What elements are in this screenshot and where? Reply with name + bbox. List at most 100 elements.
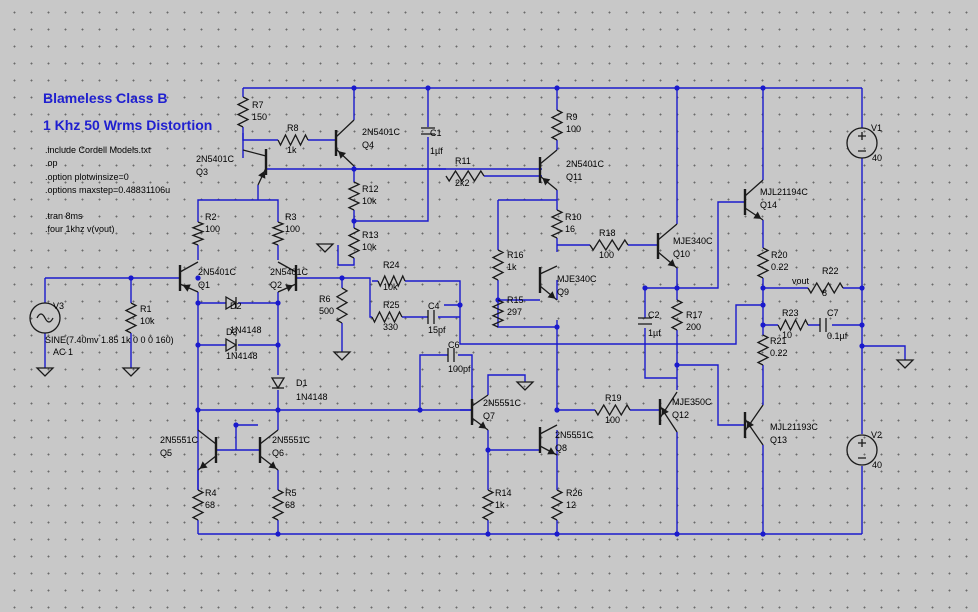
resistor-r11[interactable] <box>445 169 485 183</box>
model-d2: 1N4148 <box>230 325 262 335</box>
model-q2: 2N5401C <box>270 267 309 277</box>
model-q4: 2N5401C <box>362 127 401 137</box>
resistor-r9[interactable] <box>550 109 564 141</box>
value-r6: 500 <box>319 306 334 316</box>
value-r11: 2k2 <box>455 178 470 188</box>
resistor-r6[interactable] <box>335 287 349 324</box>
resistor-r10[interactable] <box>550 209 564 239</box>
diode-d3[interactable] <box>225 337 238 353</box>
resistor-r13[interactable] <box>347 227 361 259</box>
value-r18: 100 <box>599 250 614 260</box>
resistor-r4[interactable] <box>191 489 205 521</box>
directive-include: .include Cordell Models.txt <box>45 145 151 155</box>
label-q5: Q5 <box>160 448 172 458</box>
capacitor-c7[interactable] <box>819 318 827 332</box>
resistor-r8[interactable] <box>277 133 309 147</box>
resistor-r21[interactable] <box>756 334 770 366</box>
transistor-q9[interactable] <box>538 265 558 301</box>
resistor-r19[interactable] <box>594 403 631 417</box>
junction-dot <box>195 275 201 281</box>
value-r2: 100 <box>205 224 220 234</box>
transistor-q7[interactable] <box>470 394 489 431</box>
label-q4: Q4 <box>362 140 374 150</box>
label-r12: R12 <box>362 184 379 194</box>
value-r20: 0.22 <box>771 262 789 272</box>
capacitor-c2[interactable] <box>638 317 652 325</box>
label-r4: R4 <box>205 488 217 498</box>
label-r11: R11 <box>455 156 471 166</box>
resistor-r7[interactable] <box>236 96 250 128</box>
model-q10: MJE340C <box>673 236 713 246</box>
transistor-q8[interactable] <box>538 424 558 456</box>
diode-d2[interactable] <box>225 295 238 311</box>
transistor-q11[interactable] <box>538 149 558 191</box>
voltage-source-v2[interactable] <box>846 434 878 466</box>
resistor-r20[interactable] <box>756 247 770 279</box>
resistor-r14[interactable] <box>481 489 495 521</box>
label-r14: R14 <box>495 488 512 498</box>
transistor-q4[interactable] <box>334 119 355 167</box>
label-r5: R5 <box>285 488 297 498</box>
value-c7: 0.1µf <box>827 331 848 341</box>
label-q10: Q10 <box>673 249 690 259</box>
label-r18: R18 <box>599 228 616 238</box>
transistor-q13[interactable] <box>743 404 764 446</box>
junction-dot <box>275 300 281 306</box>
label-v3: V3 <box>53 301 64 311</box>
label-r3: R3 <box>285 212 297 222</box>
value-r16: 1k <box>507 262 517 272</box>
resistor-r3[interactable] <box>271 221 285 246</box>
label-q9: Q9 <box>557 287 569 297</box>
transistor-q1[interactable] <box>178 261 199 293</box>
resistor-r26[interactable] <box>550 489 564 521</box>
voltage-source-v1[interactable] <box>846 127 878 159</box>
resistor-r16[interactable] <box>491 249 505 281</box>
directive-plotwinsize: .option plotwinsize=0 <box>45 172 129 182</box>
resistor-r18[interactable] <box>589 238 629 252</box>
value-c6: 100pf <box>448 364 471 374</box>
resistor-r15[interactable] <box>491 299 505 328</box>
transistor-q5[interactable] <box>197 429 218 471</box>
value-r4: 68 <box>205 500 215 510</box>
resistor-r22[interactable] <box>807 281 844 295</box>
diode-d1[interactable] <box>270 377 286 390</box>
junction-dot <box>457 302 463 308</box>
voltage-source-v3[interactable] <box>29 302 61 334</box>
model-q6: 2N5551C <box>272 435 311 445</box>
label-c1: C1 <box>430 128 442 138</box>
resistor-r25[interactable] <box>371 310 403 324</box>
label-q14: Q14 <box>760 200 777 210</box>
resistor-r23[interactable] <box>777 318 809 332</box>
junction-dot <box>760 322 766 328</box>
transistor-q6[interactable] <box>258 429 279 471</box>
resistor-r1[interactable] <box>124 302 138 334</box>
resistor-r17[interactable] <box>670 299 684 331</box>
capacitor-c1[interactable] <box>421 127 435 135</box>
transistor-q3[interactable] <box>242 149 268 186</box>
transistor-q10[interactable] <box>656 223 678 269</box>
transistor-q12[interactable] <box>658 391 678 433</box>
value-r17: 200 <box>686 322 701 332</box>
transistor-q2[interactable] <box>277 261 298 293</box>
junction-dot <box>233 422 239 428</box>
label-r1: R1 <box>140 304 152 314</box>
model-q9: MJE340C <box>557 274 597 284</box>
label-c4: C4 <box>428 301 440 311</box>
resistor-r5[interactable] <box>271 489 285 521</box>
transistor-q14[interactable] <box>743 179 764 221</box>
resistor-r24[interactable] <box>377 274 406 288</box>
resistor-r12[interactable] <box>347 181 361 211</box>
directive-op: .op <box>45 158 58 168</box>
label-c7: C7 <box>827 308 839 318</box>
junction-dot <box>554 531 560 537</box>
capacitor-c4[interactable] <box>427 310 435 324</box>
junction-dot <box>485 531 491 537</box>
resistor-r2[interactable] <box>191 221 205 246</box>
net-label-vout: vout <box>792 276 810 286</box>
label-v2: V2 <box>871 430 882 440</box>
value-r3: 100 <box>285 224 300 234</box>
capacitor-c6[interactable] <box>447 348 455 362</box>
junction-dot <box>351 218 357 224</box>
ac-v3: AC 1 <box>53 347 73 357</box>
